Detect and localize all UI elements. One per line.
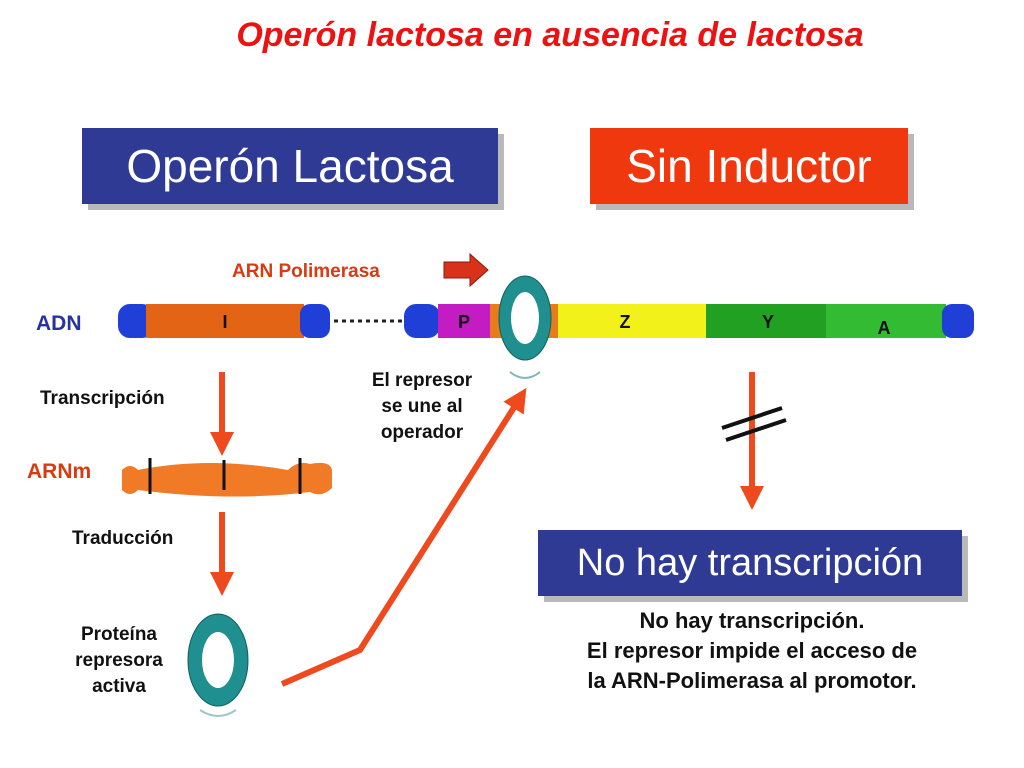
repressor-bound-icon bbox=[498, 275, 552, 379]
dna-regulator-segment: I bbox=[118, 304, 330, 338]
gene-a-region bbox=[826, 304, 946, 338]
rna-polymerase-icon bbox=[443, 252, 489, 288]
slide-title: Operón lactosa en ausencia de lactosa bbox=[236, 16, 864, 54]
gene-i-label: I bbox=[222, 312, 227, 332]
repressor-binds-label: El represor se une al operador bbox=[371, 370, 473, 443]
banner-operon-lactosa: Operón Lactosa bbox=[82, 128, 498, 204]
transcription-label: Transcripción bbox=[40, 388, 165, 409]
gene-z-region bbox=[558, 304, 706, 338]
repressor-binding-arrow bbox=[280, 387, 527, 687]
dna-operon-segment: P O Z Y A bbox=[404, 304, 974, 338]
gene-a-label: A bbox=[878, 318, 891, 338]
gene-z-label: Z bbox=[620, 312, 631, 332]
rna-polymerase-label: ARN Polimerasa bbox=[232, 261, 380, 282]
dna-label: ADN bbox=[36, 312, 82, 335]
repressor-protein-label: Proteína represora activa bbox=[75, 624, 163, 697]
mrna-label: ARNm bbox=[27, 460, 92, 483]
mrna-strand bbox=[122, 458, 332, 497]
block-mark bbox=[725, 418, 787, 442]
gene-y-region bbox=[706, 304, 826, 338]
banner-no-transcription: No hay transcripción bbox=[538, 530, 962, 596]
translation-label: Traducción bbox=[72, 528, 174, 549]
promoter-region bbox=[438, 304, 490, 338]
banner-sin-inductor: Sin Inductor bbox=[590, 128, 908, 204]
description-text: No hay transcripción. El represor impide… bbox=[586, 608, 918, 693]
block-mark bbox=[721, 406, 783, 430]
gene-p-label: P bbox=[458, 312, 470, 332]
repressor-protein-icon bbox=[187, 613, 249, 717]
gene-y-label: Y bbox=[762, 312, 774, 332]
